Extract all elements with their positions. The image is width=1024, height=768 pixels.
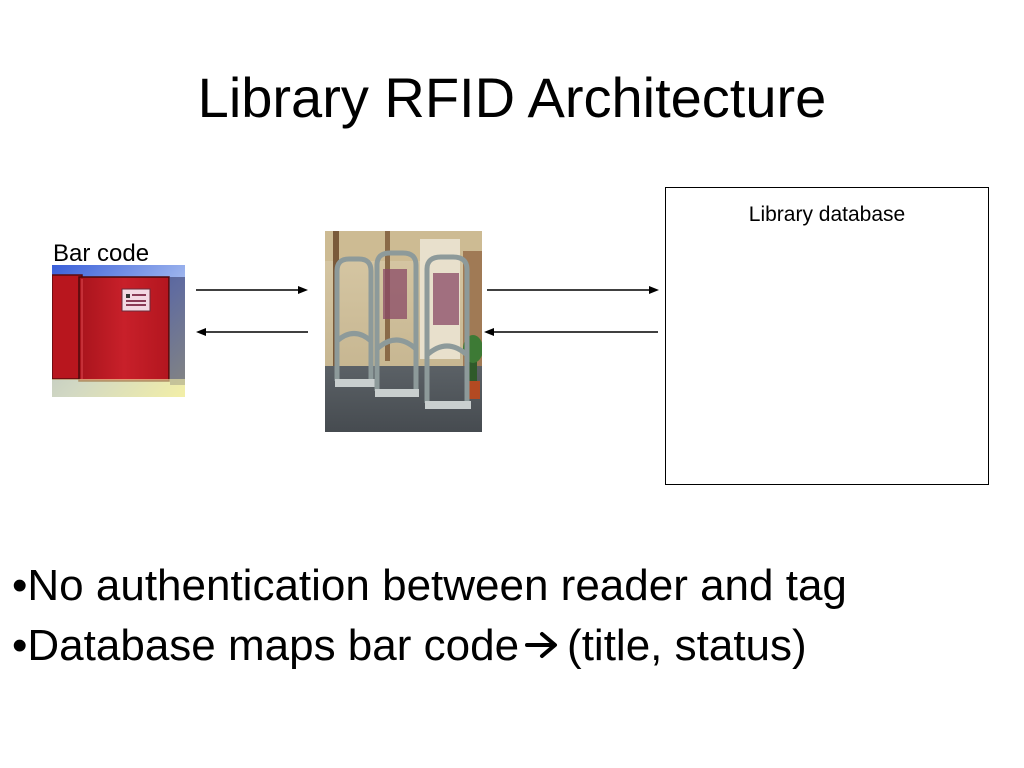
bullet-item: •No authentication between reader and ta… bbox=[12, 556, 847, 616]
arrow-book-to-reader bbox=[196, 286, 308, 294]
library-database-box: Library database bbox=[665, 187, 989, 485]
bar-code-label: Bar code bbox=[53, 240, 150, 267]
bullet-text-after: (title, status) bbox=[567, 621, 807, 670]
bullet-marker: • bbox=[12, 621, 28, 670]
bullet-item: •Database maps bar code (title, status) bbox=[12, 616, 847, 676]
arrow-reader-to-database bbox=[487, 286, 659, 294]
right-arrow-icon bbox=[525, 632, 558, 659]
bullet-text: Database maps bar code bbox=[27, 621, 520, 670]
rfid-reader-gates-image bbox=[325, 231, 482, 432]
bullet-text: No authentication between reader and tag bbox=[27, 561, 847, 610]
arrow-reader-to-book bbox=[196, 328, 308, 336]
bullet-list: •No authentication between reader and ta… bbox=[12, 556, 847, 676]
arrow-database-to-reader bbox=[484, 328, 658, 336]
bullet-marker: • bbox=[12, 561, 28, 610]
library-database-label: Library database bbox=[748, 203, 906, 226]
slide-title: Library RFID Architecture bbox=[197, 66, 827, 129]
book-tag-image bbox=[52, 265, 185, 397]
